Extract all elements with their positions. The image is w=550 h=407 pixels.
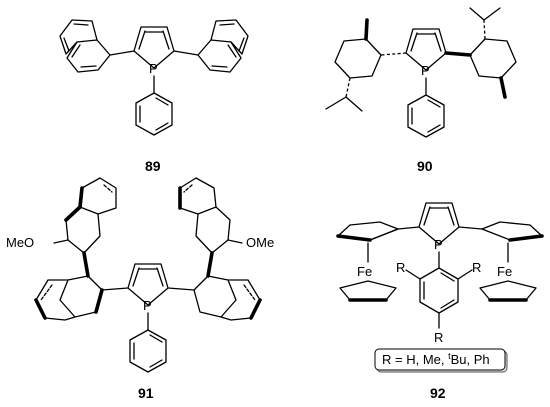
phosphorus-atom-91: P: [143, 298, 152, 313]
iron-atom-left-92: Fe: [357, 264, 372, 279]
substituent-r-left-92: R: [396, 260, 405, 275]
compound-label-90: 90: [417, 158, 433, 174]
iron-atom-right-92: Fe: [497, 264, 512, 279]
compound-89-structure: P 89: [59, 19, 249, 174]
phosphorus-atom-92: P: [434, 237, 443, 252]
phenyl-89: [135, 75, 173, 136]
r-group-legend-prefix: R = H, Me,: [382, 352, 448, 367]
compound-90-structure: P 90: [325, 7, 517, 174]
menthyl-left-90: [325, 18, 407, 112]
compound-91-structure: P MeO: [6, 177, 274, 401]
binaphthyl-upper-left-91: [53, 177, 117, 278]
methoxy-right-91: OMe: [246, 235, 274, 250]
phenyl-91: [129, 312, 167, 373]
phenyl-90: [407, 77, 445, 138]
phosphorus-atom-90: P: [421, 63, 430, 78]
binaphthyl-upper-right-91: [178, 177, 243, 278]
menthyl-right-90: [444, 7, 517, 99]
r-group-legend-suffix: Bu, Ph: [451, 352, 490, 367]
compound-92-structure: P Fe Fe: [336, 202, 544, 401]
methoxy-left-91: MeO: [6, 235, 34, 250]
r-group-legend-superscript: t: [448, 351, 451, 361]
r-group-legend: R = H, Me, tBu, Ph: [374, 348, 508, 373]
phosphole-ring-89: [133, 26, 175, 69]
substituent-r-para-92: R: [434, 330, 443, 345]
compound-label-89: 89: [145, 158, 161, 174]
binaphthyl-lower-right-91: [167, 275, 262, 321]
r-group-legend-text: R = H, Me, tBu, Ph: [382, 351, 490, 367]
phosphole-ring-90: [405, 28, 447, 71]
ferrocene-left-92: [336, 221, 420, 302]
phosphole-ring-91: [127, 263, 169, 306]
naphthyl-left-89: [59, 19, 135, 73]
naphthyl-right-89: [173, 19, 249, 73]
phosphole-ring-92: [418, 202, 460, 245]
substituent-r-right-92: R: [472, 260, 481, 275]
compound-label-92: 92: [430, 385, 446, 401]
compound-label-91: 91: [138, 385, 154, 401]
ferrocene-right-92: [458, 221, 544, 302]
phosphorus-atom-89: P: [149, 61, 158, 76]
binaphthyl-lower-left-91: [34, 275, 129, 321]
substituted-aryl-92: [405, 251, 473, 329]
